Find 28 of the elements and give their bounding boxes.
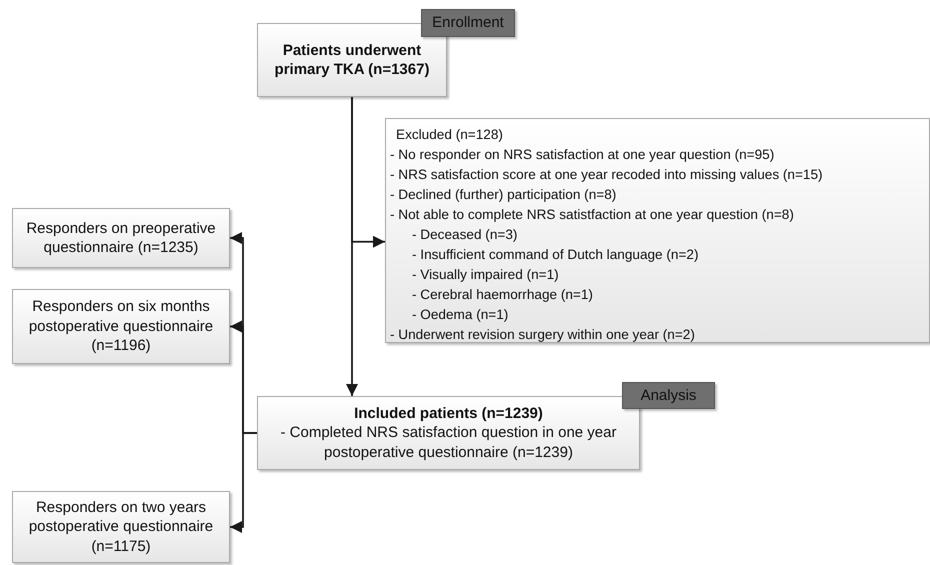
exclusion-box [385, 118, 930, 343]
arrow [230, 432, 257, 533]
list-heading: Excluded (n=128) [395, 126, 503, 144]
list-item: - Deceased (n=3) [411, 226, 518, 244]
box-heading: Included patients (n=1239) [353, 404, 544, 424]
stage-label: Enrollment [432, 13, 504, 33]
box-text: Responders on six months postoperative questionnaire (n=1196) [28, 297, 214, 356]
stage-tab [622, 382, 715, 409]
box-text: Responders on two years postoperative questionnaire (n=1175) [28, 498, 214, 556]
stage-tab [421, 9, 515, 37]
list-item: - Cerebral haemorrhage (n=1) [411, 286, 593, 304]
list-item: - No responder on NRS satisfaction at one year question (n=95) [390, 146, 774, 164]
list-item: - Insufficient command of Dutch language (n=2) [411, 246, 699, 264]
list-item: - Not able to complete NRS satistfaction at one year question (n=8) [390, 206, 794, 224]
process-box [12, 289, 230, 364]
process-box [257, 396, 640, 470]
stage-label: Analysis [640, 386, 696, 406]
arrow [351, 97, 385, 248]
box-text: Responders on preoperative questionnaire (n=1235) [25, 218, 217, 258]
list-item: - Oedema (n=1) [411, 306, 508, 324]
list-item: - Declined (further) participation (n=8) [390, 186, 616, 204]
box-text: - Completed NRS satisfaction question in one year postoperative questionnaire (n=1239) [279, 423, 618, 462]
list-item: - Visually impaired (n=1) [411, 266, 559, 284]
process-box [12, 491, 230, 563]
process-box [12, 208, 230, 268]
box-heading: Patients underwent primary TKA (n=1367) [274, 40, 430, 80]
list-item: - NRS satisfaction score at one year recoded into missing values (n=15) [390, 166, 823, 184]
list-item: - Underwent revision surgery within one year (n=2) [390, 326, 695, 344]
